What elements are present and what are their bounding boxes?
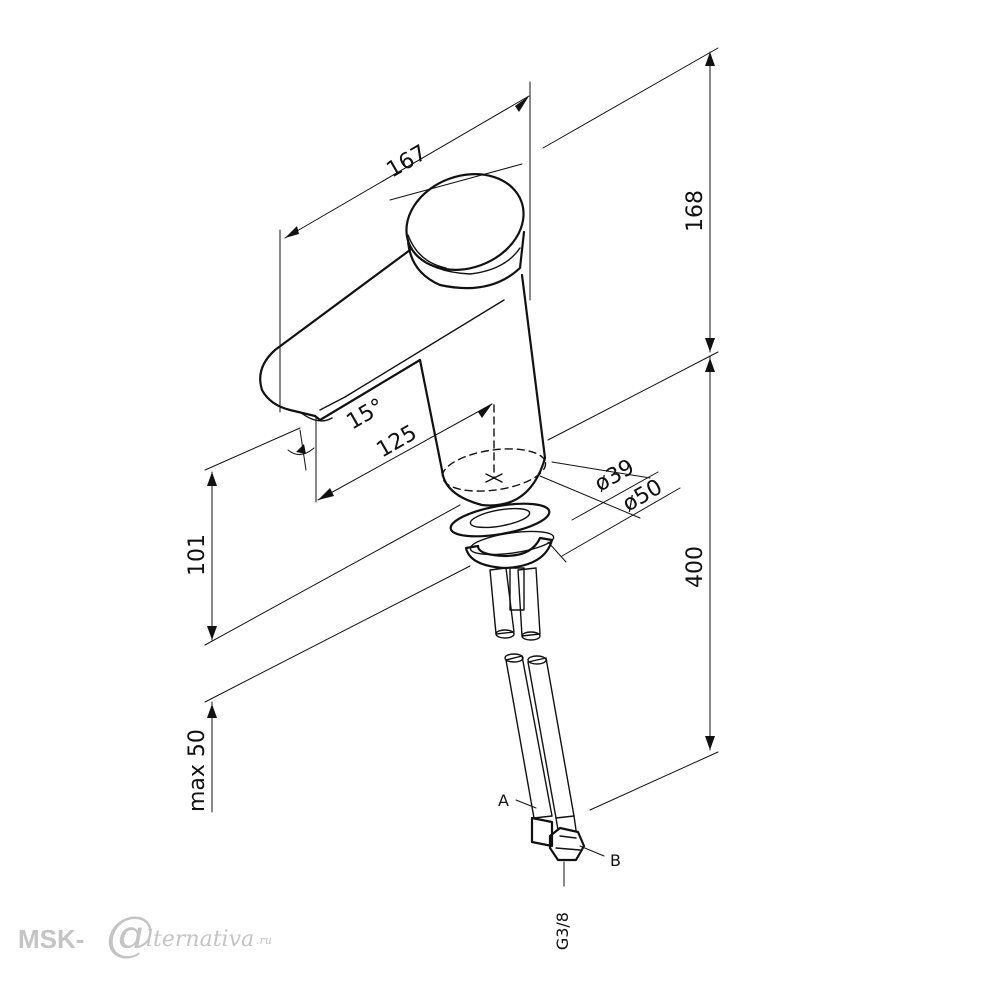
- hose-upper-left-end: [495, 629, 515, 639]
- dim-max-50: max 50: [185, 729, 210, 812]
- watermark-brand-right: lternativa: [146, 927, 254, 952]
- handle-notch: [407, 234, 447, 269]
- fitting-b-neck: [555, 815, 577, 831]
- hose-lower-left-top: [504, 653, 524, 663]
- handle-top-ellipse: [405, 173, 525, 271]
- hose-lower-right-top: [527, 655, 547, 665]
- hose-upper-right: [517, 567, 541, 637]
- fitting-a: [530, 816, 554, 848]
- mounting-parts: [449, 502, 555, 611]
- dim-101: 101: [185, 534, 210, 576]
- mount-stud: [509, 567, 525, 611]
- spout-top: [259, 248, 412, 418]
- label-hose-a: A: [498, 791, 509, 810]
- watermark-tld: .ru: [256, 934, 272, 947]
- label-thread: G3/8: [553, 912, 572, 950]
- watermark-at: @: [106, 906, 154, 962]
- hose-upper-right-end: [521, 631, 541, 641]
- hose-lower-right: [527, 657, 575, 819]
- washer-top-inner: [469, 507, 531, 529]
- handle-side: [406, 230, 526, 290]
- watermark-logo: MSK- @ lternativa .ru: [18, 906, 272, 962]
- spout-bottom: [313, 358, 422, 422]
- dimension-labels: 167 168 400 101 max 50 125 15° ø39 ø50 A…: [185, 141, 708, 951]
- label-hose-b: B: [610, 851, 621, 870]
- faucet-body: [259, 173, 547, 507]
- nut-b: [548, 826, 586, 862]
- dim-15-deg: 15°: [343, 394, 389, 435]
- horseshoe-top: [469, 530, 555, 556]
- dim-400: 400: [683, 546, 708, 588]
- body-right: [520, 273, 547, 460]
- watermark-brand-left: MSK-: [18, 924, 84, 954]
- dimension-lines: [204, 47, 719, 887]
- dim-168: 168: [683, 190, 708, 232]
- spout-tip: [299, 411, 333, 422]
- hose-upper-left: [489, 567, 515, 635]
- flexible-hoses: [489, 567, 586, 862]
- base-top-dashed: [441, 448, 547, 492]
- nut-b-inner: [555, 835, 581, 851]
- spout-inner: [319, 299, 505, 411]
- hose-lower-left: [505, 655, 553, 819]
- handle-lip: [413, 247, 521, 275]
- body-left: [418, 358, 444, 472]
